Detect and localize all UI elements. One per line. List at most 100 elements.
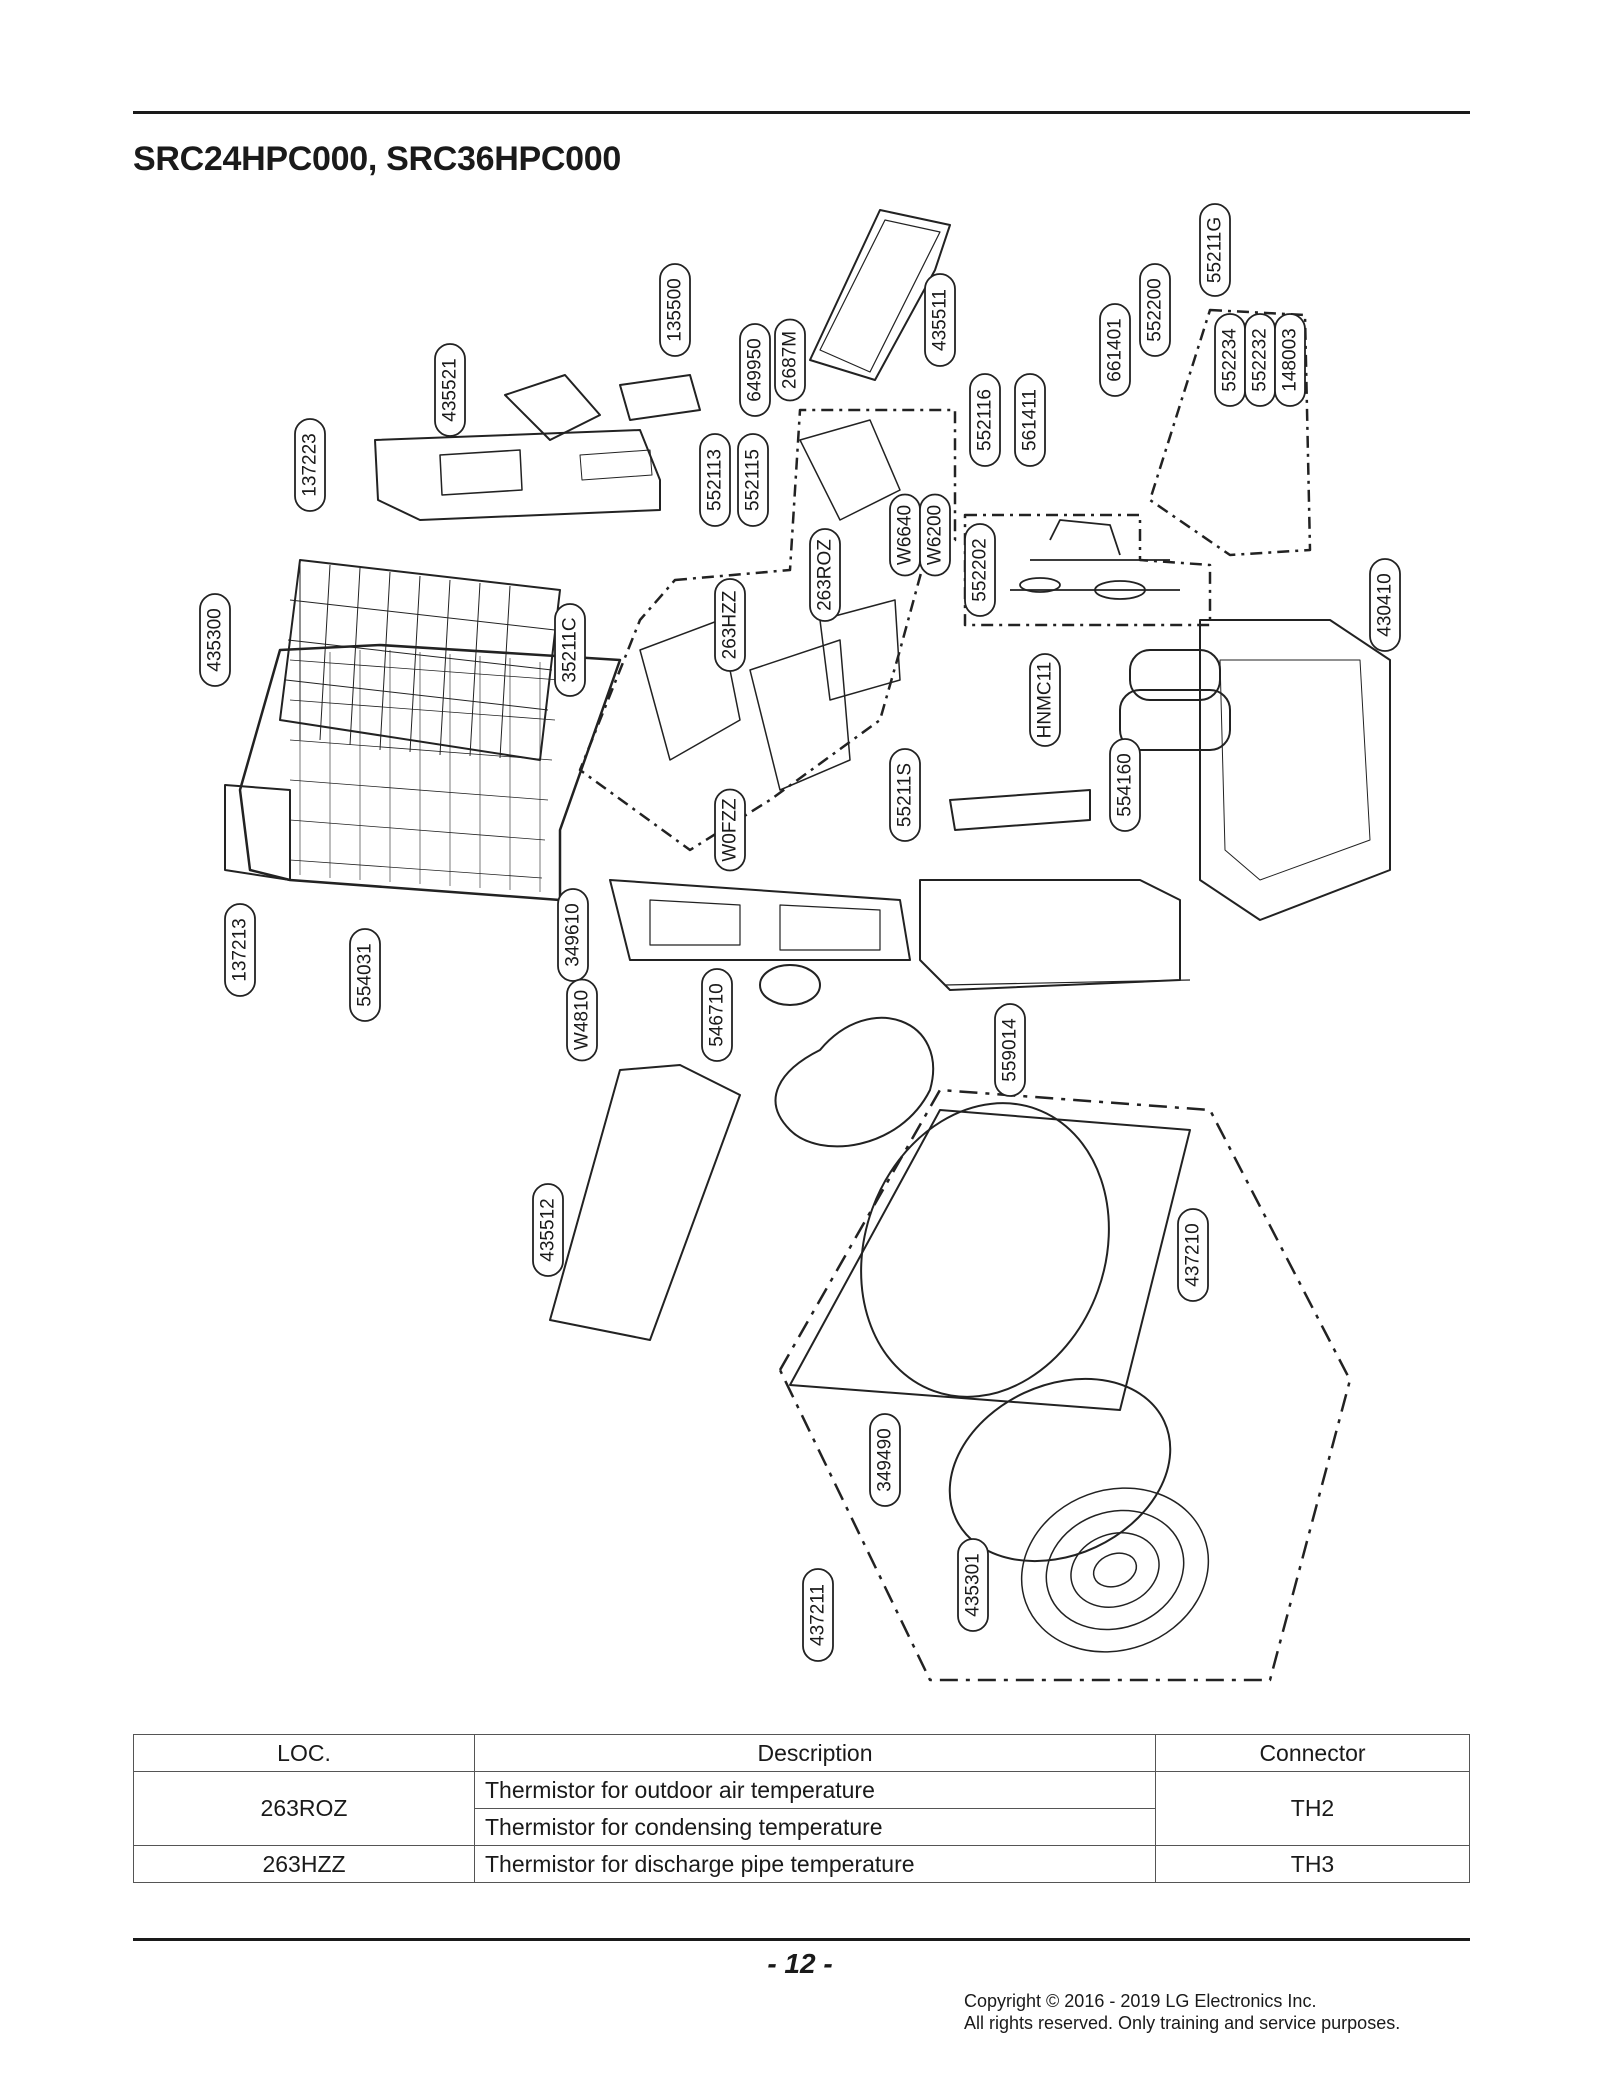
- callout-437210: 437210: [1177, 1208, 1209, 1302]
- callout-HNMC11: HNMC11: [1029, 653, 1061, 747]
- part-number-label: 35211C: [560, 617, 581, 682]
- callout-435511: 435511: [924, 273, 956, 367]
- part-number-label: 546710: [707, 983, 728, 1046]
- callout-55211S: 55211S: [889, 748, 921, 842]
- part-number-label: HNMC11: [1035, 662, 1056, 739]
- callout-435512: 435512: [532, 1183, 564, 1277]
- cell-connector: TH2: [1155, 1771, 1470, 1846]
- col-connector: Connector: [1155, 1734, 1470, 1772]
- part-number-label: 263HZZ: [720, 590, 741, 659]
- callout-435521: 435521: [434, 343, 466, 437]
- part-number-label: 437211: [808, 1584, 829, 1646]
- bottom-rule: [133, 1938, 1470, 1941]
- col-description: Description: [474, 1734, 1156, 1772]
- cell-loc: 263ROZ: [133, 1771, 475, 1846]
- callout-35211C: 35211C: [554, 603, 586, 697]
- callout-552116: 552116: [969, 373, 1001, 467]
- part-number-label: 137213: [230, 918, 251, 981]
- exploded-view-diagram: 55211G 552200 661401 552234 552232 148003 4355…: [199, 203, 1401, 1682]
- callout-554031: 554031: [349, 928, 381, 1022]
- control-box: [578, 308, 1312, 852]
- table-row: 263ROZ Thermistor for outdoor air temper…: [133, 1771, 1470, 1846]
- part-number-label: 135500: [665, 278, 686, 341]
- hex-outline: [778, 1088, 1352, 1682]
- callout-552113: 552113: [699, 433, 731, 527]
- cell-description: Thermistor for condensing temperature: [474, 1808, 1156, 1846]
- copyright-line1: Copyright © 2016 - 2019 LG Electronics I…: [964, 1991, 1317, 2011]
- bracket-135500: [619, 374, 701, 421]
- fan-blade: [774, 1016, 935, 1148]
- callout-263HZZ: 263HZZ: [714, 578, 746, 672]
- callout-430410: 430410: [1369, 558, 1401, 652]
- base-pan: [1199, 619, 1391, 921]
- col-loc: LOC.: [133, 1734, 475, 1772]
- part-number-label: 148003: [1280, 328, 1301, 391]
- part-number-label: 435301: [963, 1553, 984, 1616]
- part-number-label: 552200: [1145, 278, 1166, 341]
- callout-55211G: 55211G: [1199, 203, 1231, 297]
- callout-148003: 148003: [1274, 313, 1306, 407]
- reversing-valve: [1010, 519, 1180, 600]
- table-row: 263HZZ Thermistor for discharge pipe tem…: [133, 1845, 1470, 1883]
- callout-137213: 137213: [224, 903, 256, 997]
- part-number-label: 435521: [440, 358, 461, 421]
- cell-connector: TH3: [1155, 1845, 1470, 1883]
- callout-349490: 349490: [869, 1413, 901, 1507]
- callout-552232: 552232: [1244, 313, 1276, 407]
- callout-W0FZZ: W0FZZ: [714, 788, 746, 872]
- callout-437211: 437211: [802, 1568, 834, 1662]
- callout-W6640: W6640: [889, 493, 921, 577]
- part-number-label: 552232: [1250, 328, 1271, 391]
- callout-552234: 552234: [1214, 313, 1246, 407]
- callout-552200: 552200: [1139, 263, 1171, 357]
- part-number-label: 55211S: [895, 763, 916, 827]
- callout-546710: 546710: [701, 968, 733, 1062]
- part-number-label: W6200: [925, 505, 946, 565]
- copyright: Copyright © 2016 - 2019 LG Electronics I…: [964, 1990, 1400, 2034]
- callout-263ROZ: 263ROZ: [809, 528, 841, 622]
- table-header-row: LOC. Description Connector: [133, 1734, 1470, 1772]
- part-number-label: 137223: [300, 433, 321, 496]
- part-number-label: 552115: [743, 449, 764, 511]
- table-row: Thermistor for condensing temperature: [134, 1808, 1470, 1846]
- callout-349610: 349610: [557, 888, 589, 982]
- part-number-label: 263ROZ: [815, 539, 836, 611]
- partition-frame: [609, 879, 911, 961]
- cover-435521: [504, 374, 601, 441]
- part-number-label: 349490: [875, 1428, 896, 1491]
- copyright-line2: All rights reserved. Only training and s…: [964, 2013, 1401, 2033]
- part-number-label: 437210: [1183, 1223, 1204, 1286]
- callout-435300: 435300: [199, 593, 231, 687]
- part-number-label: 559014: [1000, 1018, 1021, 1082]
- callout-435301: 435301: [957, 1538, 989, 1632]
- top-panel: [374, 429, 661, 521]
- side-panel: [919, 879, 1191, 991]
- cell-loc: 263HZZ: [133, 1845, 475, 1883]
- callout-2687M: 2687M: [774, 318, 806, 402]
- callout-552115: 552115: [737, 433, 769, 527]
- part-number-label: W4810: [572, 990, 593, 1050]
- part-number-label: 552234: [1220, 328, 1241, 392]
- fan-motor: [759, 964, 821, 1006]
- callout-W4810: W4810: [566, 978, 598, 1062]
- page-number: - 12 -: [767, 1948, 833, 1979]
- part-number-label: W0FZZ: [720, 798, 741, 862]
- part-number-label: W6640: [895, 505, 916, 565]
- lid-435511: [809, 209, 951, 381]
- part-number-label: 435300: [205, 608, 226, 671]
- cell-description: Thermistor for outdoor air temperature: [474, 1771, 1156, 1809]
- part-number-label: 554031: [355, 943, 376, 1006]
- part-number-label: 661401: [1105, 318, 1126, 381]
- part-number-label: 349610: [563, 903, 584, 966]
- accumulator: [949, 789, 1091, 831]
- cell-description: Thermistor for discharge pipe temperatur…: [474, 1845, 1156, 1883]
- front-panel-437210: [789, 1102, 1191, 1411]
- callout-135500: 135500: [659, 263, 691, 357]
- pcb-assembly: [639, 419, 901, 791]
- top-rule: [133, 111, 1470, 114]
- part-number-label: 435511: [930, 289, 951, 351]
- fan-guard-435301: [1020, 1487, 1210, 1653]
- callout-552202: 552202: [964, 523, 996, 617]
- part-number-label: 554160: [1115, 753, 1136, 816]
- callout-554160: 554160: [1109, 738, 1141, 832]
